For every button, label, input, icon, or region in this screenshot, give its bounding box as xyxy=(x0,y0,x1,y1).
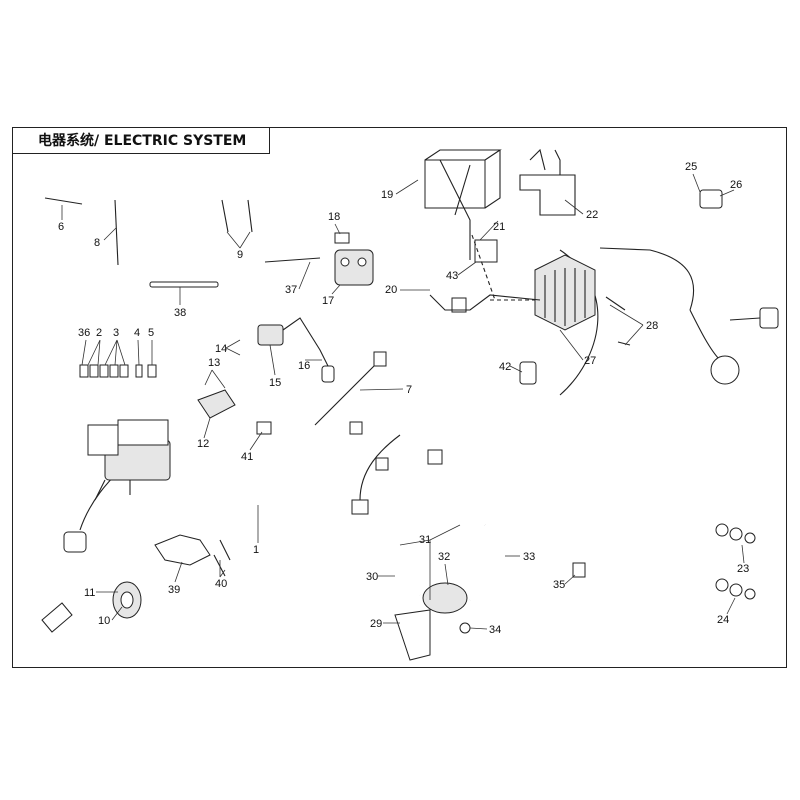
callout-25: 25 xyxy=(685,161,697,173)
callout-34: 34 xyxy=(489,624,501,636)
battery xyxy=(424,149,502,260)
callout-33: 33 xyxy=(523,551,535,563)
callout-10: 10 xyxy=(98,615,110,627)
battery-holder xyxy=(519,148,576,216)
callout-20: 20 xyxy=(385,284,397,296)
callout-2: 2 xyxy=(96,327,102,339)
callout-38: 38 xyxy=(174,307,186,319)
misc-parts xyxy=(41,189,723,633)
callout-7: 7 xyxy=(406,384,412,396)
callout-21: 21 xyxy=(493,221,505,233)
callout-4: 4 xyxy=(134,327,140,339)
title-text: 电器系统/ ELECTRIC SYSTEM xyxy=(38,133,247,149)
callout-6: 6 xyxy=(58,221,64,233)
callout-15: 15 xyxy=(269,377,281,389)
callout-31: 31 xyxy=(419,534,431,546)
callout-11: 11 xyxy=(84,587,95,599)
callout-22: 22 xyxy=(586,209,598,221)
callout-18: 18 xyxy=(328,211,340,223)
callout-5: 5 xyxy=(148,327,154,339)
callout-42: 42 xyxy=(499,361,511,373)
callout-labels: 1 2 3 4 5 6 7 8 9 10 11 12 13 14 15 16 1… xyxy=(58,161,749,636)
callout-24: 24 xyxy=(717,614,729,626)
callout-26: 26 xyxy=(730,179,742,191)
leader-lines xyxy=(61,173,745,630)
callout-1: 1 xyxy=(253,544,259,556)
callout-29: 29 xyxy=(370,618,382,630)
ecu xyxy=(197,389,236,419)
fuse-row xyxy=(79,364,157,378)
callout-14: 14 xyxy=(215,343,227,355)
callout-12: 12 xyxy=(197,438,209,450)
callout-35: 35 xyxy=(553,579,565,591)
callout-13: 13 xyxy=(208,357,220,369)
callout-41: 41 xyxy=(241,451,253,463)
drawing-frame xyxy=(12,127,787,668)
callout-16: 16 xyxy=(298,360,310,372)
regulator xyxy=(534,254,596,331)
callout-32: 32 xyxy=(438,551,450,563)
callout-27: 27 xyxy=(584,355,596,367)
callout-37: 37 xyxy=(285,284,297,296)
callout-8: 8 xyxy=(94,237,100,249)
fuse-box xyxy=(87,419,171,501)
callout-39: 39 xyxy=(168,584,180,596)
callout-36: 36 xyxy=(78,327,90,339)
callout-28: 28 xyxy=(646,320,658,332)
main-harness xyxy=(63,247,779,553)
callout-30: 30 xyxy=(366,571,378,583)
callout-19: 19 xyxy=(381,189,393,201)
ignition-coil xyxy=(257,317,335,383)
callout-17: 17 xyxy=(322,295,334,307)
grommet-sets xyxy=(715,523,756,600)
callout-40: 40 xyxy=(215,578,227,590)
bracket xyxy=(154,534,211,566)
callout-9: 9 xyxy=(237,249,243,261)
callout-23: 23 xyxy=(737,563,749,575)
callout-3: 3 xyxy=(113,327,119,339)
thermostat-assembly xyxy=(391,522,509,661)
callout-43: 43 xyxy=(446,270,458,282)
starter-relay xyxy=(334,232,374,286)
page-title: 电器系统/ ELECTRIC SYSTEM xyxy=(12,127,270,154)
